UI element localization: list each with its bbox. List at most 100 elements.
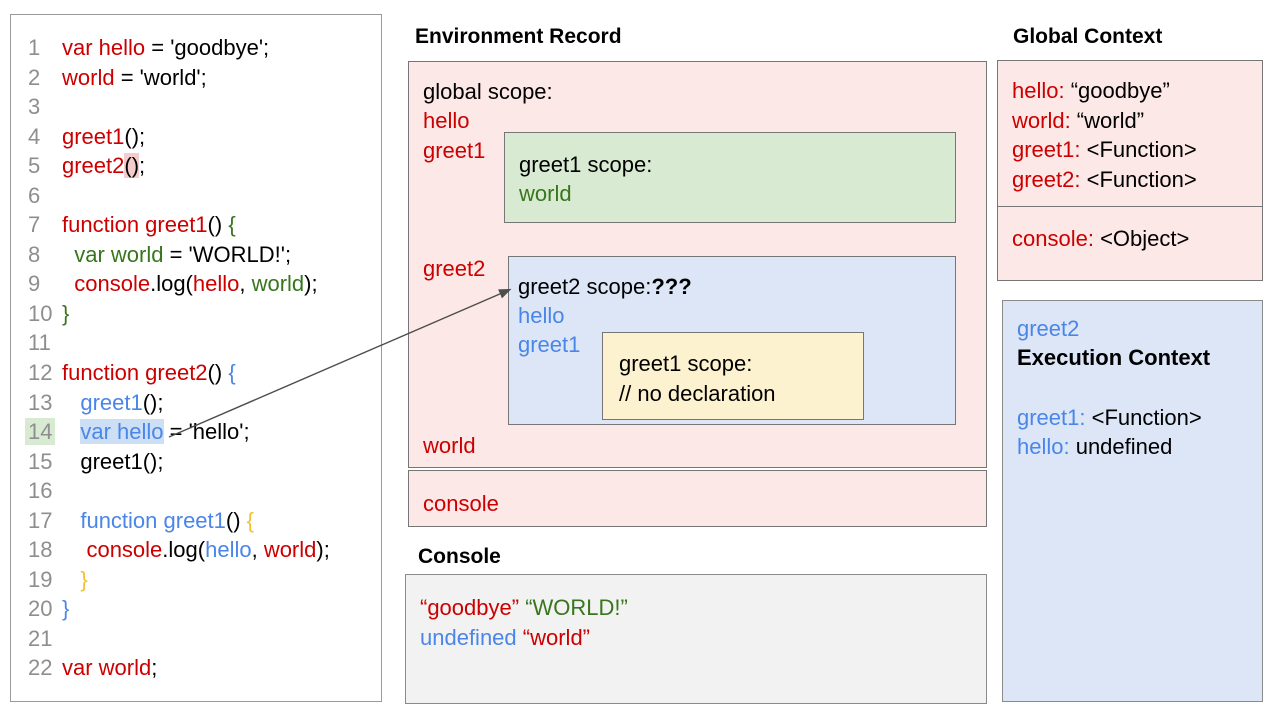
greet2-scope-box: greet2 scope:??? hello greet1 greet1 sco… [508, 256, 956, 425]
code-token: } [80, 566, 88, 592]
code-line: 5 greet2(); [11, 151, 381, 181]
code-token: undefined [420, 625, 517, 650]
code-token: greet1 [80, 389, 143, 415]
global-var-greet1: greet1 [423, 138, 486, 163]
global-scope-box: global scope: hello greet1 greet2 world … [408, 61, 987, 468]
code-token [62, 508, 80, 533]
line-number: 12 [28, 360, 53, 386]
console-log-line: undefined “world” [420, 623, 590, 652]
code-line: 19 } [11, 565, 381, 595]
code-token: , [251, 537, 264, 563]
code-token: function greet1 [80, 507, 226, 533]
code-line: 16 [11, 476, 381, 506]
global-scope-label: global scope: [423, 79, 553, 104]
greet2-scope-label-text: greet2 scope: [518, 274, 652, 299]
line-number: 17 [28, 507, 53, 533]
console-binding-box: console [408, 470, 987, 527]
code-token: (); [142, 389, 164, 415]
entry-key: greet2: [1012, 167, 1081, 193]
line-number: 11 [28, 330, 51, 356]
code-line: 17 function greet1() { [11, 506, 381, 536]
global-context-entry: world: “world” [1012, 106, 1144, 135]
execution-context-name: greet2 [1017, 316, 1080, 341]
line-number: 5 [28, 153, 41, 179]
code-token: greet2 [62, 153, 125, 179]
code-token: “WORLD!” [525, 595, 628, 620]
inner-greet1-scope-label: greet1 scope: [619, 351, 753, 376]
entry-key: hello: [1012, 78, 1065, 103]
code-token: = 'goodbye'; [145, 35, 270, 60]
line-number: 20 [28, 596, 53, 622]
code-token: .log( [162, 537, 206, 563]
code-token: () [124, 153, 140, 179]
entry-value: <Function> [1085, 405, 1202, 430]
code-token: var hello [80, 419, 164, 445]
code-token: ); [316, 537, 330, 563]
code-line: 13 greet1(); [11, 388, 381, 418]
code-line: 3 [11, 92, 381, 122]
code-line: 20} [11, 594, 381, 624]
code-token: { [228, 360, 236, 386]
code-token: } [62, 596, 70, 622]
code-token: { [246, 507, 255, 533]
greet1-scope-var-world: world [519, 181, 572, 206]
global-var-greet2: greet2 [423, 256, 486, 281]
code-token: ; [139, 153, 146, 179]
line-number: 18 [28, 537, 53, 563]
global-context-box: hello: “goodbye”world: “world”greet1: <F… [997, 60, 1263, 281]
line-number: 4 [28, 123, 41, 149]
entry-value: “world” [1070, 107, 1145, 133]
code-token [62, 419, 80, 444]
greet1-scope-box: greet1 scope: world [504, 132, 956, 223]
greet2-scope-question-marks: ??? [651, 274, 692, 299]
greet2-scope-var-hello: hello [518, 303, 565, 328]
entry-key: hello: [1017, 434, 1070, 459]
console-key: console: [1012, 226, 1094, 251]
line-number: 6 [28, 182, 41, 208]
code-token [62, 390, 80, 415]
console-log-line: “goodbye” “WORLD!” [420, 593, 628, 622]
line-number: 1 [28, 35, 41, 60]
global-context-console-entry: console: <Object> [1012, 224, 1189, 253]
global-var-hello: hello [423, 108, 470, 133]
line-number: 3 [28, 94, 41, 120]
code-token: hello [205, 537, 252, 563]
code-token: hello [192, 271, 240, 297]
code-token: } [62, 300, 70, 326]
line-number: 15 [28, 448, 53, 474]
code-token: () [207, 360, 229, 386]
line-number: 10 [28, 300, 53, 326]
entry-value: “goodbye” [1064, 78, 1170, 103]
code-line: 8 var world = 'WORLD!'; [11, 240, 381, 270]
execution-context-box: greet2 Execution Context greet1: <Functi… [1002, 300, 1263, 702]
code-token: world [251, 271, 305, 297]
greet2-scope-label: greet2 scope:??? [518, 272, 692, 301]
line-number: 13 [28, 389, 53, 415]
entry-key: greet1: [1012, 137, 1081, 163]
line-number: 2 [28, 64, 41, 90]
code-token: = 'WORLD!'; [163, 241, 292, 267]
code-line: 21 [11, 624, 381, 654]
code-token [62, 567, 80, 592]
code-token: “world” [522, 625, 591, 650]
console-panel-title: Console [418, 545, 501, 568]
code-token: (); [124, 123, 146, 149]
code-token: () [225, 507, 247, 533]
global-var-world: world [423, 433, 476, 458]
line-number: 8 [28, 241, 41, 267]
code-token: world [263, 537, 317, 563]
global-context-entry: hello: “goodbye” [1012, 76, 1170, 105]
code-token: .log( [150, 271, 193, 297]
entry-key: world: [1012, 107, 1071, 133]
code-token: greet1 [62, 123, 125, 149]
global-context-title: Global Context [1013, 25, 1163, 48]
code-line: 10} [11, 299, 381, 329]
code-line: 6 [11, 181, 381, 211]
code-token: = 'world'; [114, 64, 207, 90]
